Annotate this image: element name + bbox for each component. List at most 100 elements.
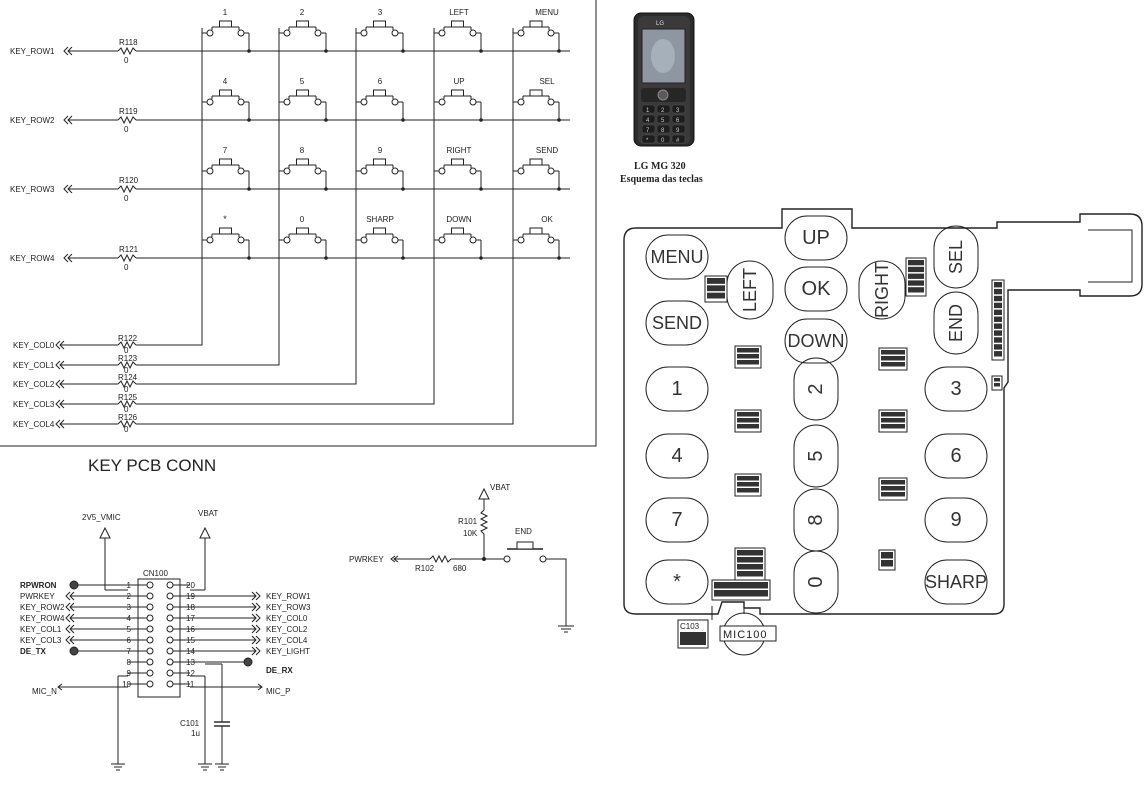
smd-pad xyxy=(994,295,1002,302)
pcb-key-outline xyxy=(645,300,709,346)
smd-pad xyxy=(994,302,1002,309)
end-switch-label: END xyxy=(515,527,532,536)
smd-pad xyxy=(994,337,1002,343)
connector-net-left: KEY_ROW2 xyxy=(20,603,65,612)
resistor-symbol xyxy=(117,399,137,409)
switch-contact xyxy=(206,98,214,106)
pin-pad xyxy=(146,636,154,644)
pin-pad xyxy=(166,647,174,655)
switch-contact xyxy=(391,98,399,106)
switch-cap xyxy=(296,158,309,166)
pwrkey-circuit: VBAT R101 10K PWRKEY R102 680 END xyxy=(349,483,574,633)
switch-contact xyxy=(237,98,245,106)
smd-pad xyxy=(994,383,1000,387)
switch-contact xyxy=(360,29,368,37)
pcb-key-outline xyxy=(924,497,988,543)
switch-contact xyxy=(391,167,399,175)
phone-key-label: 6 xyxy=(676,118,680,124)
pcb-key-outline xyxy=(784,215,848,261)
switch-contact xyxy=(469,167,477,175)
connector-net-left: KEY_COL3 xyxy=(20,636,62,645)
phone-key xyxy=(656,104,671,114)
pcb-key-outline xyxy=(645,366,709,412)
net-arrow-icon xyxy=(55,419,61,429)
pcb-key-label: 6 xyxy=(950,445,961,467)
key-label: DOWN xyxy=(446,215,472,224)
switch-cap xyxy=(451,20,464,28)
phone-key xyxy=(671,124,686,134)
connector-net-left: PWRKEY xyxy=(20,592,55,601)
switch-contact xyxy=(314,236,322,244)
net-mic-n: MIC_N xyxy=(32,687,57,696)
smd-pad xyxy=(737,418,759,423)
resistor-symbol xyxy=(117,184,137,194)
key-pcb-conn-title: KEY PCB CONN xyxy=(88,456,216,475)
switch-contact xyxy=(206,236,214,244)
col-wire xyxy=(136,28,280,366)
switch-cap xyxy=(529,227,543,235)
switch-cap xyxy=(451,89,464,97)
key-label: 2 xyxy=(300,8,305,17)
r102-ref: R102 xyxy=(415,564,435,573)
test-point-icon xyxy=(69,580,79,590)
pcb-key-up: UP xyxy=(784,215,848,261)
junction-dot xyxy=(479,118,483,122)
switch-cap xyxy=(373,227,386,235)
row-net-label: KEY_ROW1 xyxy=(10,47,55,56)
pin-pad xyxy=(146,669,154,677)
smd-pad xyxy=(737,476,759,481)
pcb-key-outline xyxy=(933,291,979,355)
switch-contact xyxy=(206,29,214,37)
net-arrow-icon xyxy=(63,184,69,194)
pin-pad xyxy=(146,680,154,688)
smd-pad xyxy=(881,362,905,367)
switch-contact xyxy=(283,167,291,175)
phone-key xyxy=(656,114,671,124)
pcb-key-k2: 2 xyxy=(793,357,839,421)
col-resistor-value: 0 xyxy=(124,366,129,375)
switch-contact xyxy=(283,98,291,106)
net-arrow-icon xyxy=(255,591,261,601)
pcb-key-outline xyxy=(793,357,839,421)
smd-pad xyxy=(994,282,1002,288)
switch-contact xyxy=(438,98,446,106)
matrix-rows: KEY_ROW1R1180KEY_ROW2R1190KEY_ROW3R1200K… xyxy=(10,38,570,272)
switch-cap xyxy=(373,20,386,28)
row-net-label: KEY_ROW4 xyxy=(10,254,55,263)
switch-cap xyxy=(296,20,309,28)
row-resistor-value: 0 xyxy=(124,125,129,134)
smd-pad xyxy=(994,378,1000,382)
col-resistor-ref: R122 xyxy=(118,334,138,343)
pin-pad xyxy=(146,625,154,633)
key-label: SHARP xyxy=(366,215,394,224)
smd-pad xyxy=(881,424,905,429)
col-resistor-ref: R126 xyxy=(118,413,138,422)
pcb-key-outline xyxy=(793,424,839,488)
pcb-key-sel: SEL xyxy=(933,225,979,289)
phone-key xyxy=(671,104,686,114)
row-resistor-ref: R120 xyxy=(119,176,139,185)
key-label: 1 xyxy=(223,8,228,17)
pcb-key-outline xyxy=(645,433,709,479)
junction-dot xyxy=(247,118,251,122)
pcb-key-outline xyxy=(933,225,979,289)
key-label: SEL xyxy=(539,77,555,86)
switch-cap xyxy=(529,20,543,28)
pin-pad xyxy=(166,614,174,622)
switch-contact xyxy=(547,98,555,106)
switch-contact xyxy=(237,29,245,37)
col-resistor-value: 0 xyxy=(124,425,129,434)
junction-dot xyxy=(557,49,561,53)
pin-number: 11 xyxy=(186,680,195,689)
pcb-key-k9: 9 xyxy=(924,497,988,543)
phone-key xyxy=(641,104,656,114)
pcb-key-label: LEFT xyxy=(740,268,760,312)
row-resistor-ref: R119 xyxy=(119,107,138,116)
connector-ref: CN100 xyxy=(143,569,168,578)
pin-pad xyxy=(166,581,174,589)
r101-value: 10K xyxy=(463,529,478,538)
switch-contact xyxy=(237,236,245,244)
